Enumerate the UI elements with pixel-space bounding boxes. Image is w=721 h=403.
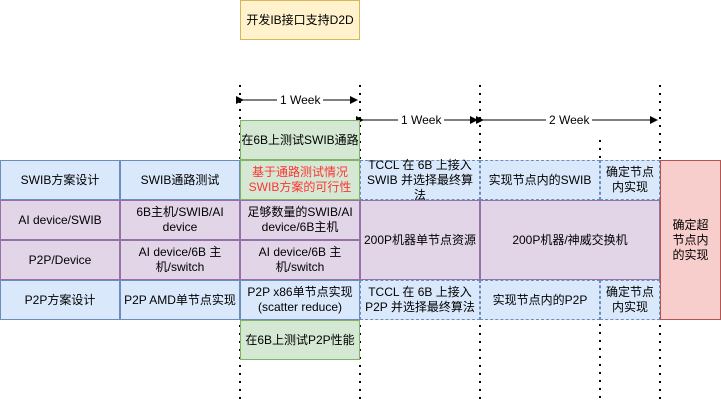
p2p-intra-node-decision-text: 确定节点内实现 — [605, 285, 654, 314]
week-label-2: 1 Week — [398, 113, 445, 127]
swib-test-note-text: 在6B上测试SWIB通路 — [241, 132, 359, 147]
intra-node-swib-text: 实现节点内的SWIB — [488, 172, 592, 187]
tccl-p2p-integration: TCCL 在 6B 上接入P2P 并选择最终算法 — [360, 280, 480, 320]
row-label-ai-device: AI device/SWIB — [0, 200, 120, 240]
intra-node-p2p: 实现节点内的P2P — [480, 280, 600, 320]
supernode-decision: 确定超节点内的实现 — [660, 160, 721, 320]
row-label-p2p-design: P2P方案设计 — [0, 280, 120, 320]
p2p-test-note: 在6B上测试P2P性能 — [240, 320, 360, 360]
swib-path-test: SWIB通路测试 — [120, 160, 240, 200]
intra-node-p2p-text: 实现节点内的P2P — [492, 292, 588, 307]
week-label-3: 2 Week — [546, 113, 593, 127]
p2p-amd-impl-text: P2P AMD单节点实现 — [124, 292, 236, 307]
tccl-p2p-integration-text: TCCL 在 6B 上接入P2P 并选择最终算法 — [365, 285, 475, 314]
p2p-device-switch: AI device/6B 主机/switch — [240, 240, 360, 280]
row-label-p2p-device-text: P2P/Device — [28, 252, 92, 267]
p2p-amd-impl: P2P AMD单节点实现 — [120, 280, 240, 320]
row-label-swib-design: SWIB方案设计 — [0, 160, 120, 200]
supernode-decision-text: 确定超节点内的实现 — [672, 217, 709, 262]
swib-test-note: 在6B上测试SWIB通路 — [240, 120, 360, 160]
ai-device-resources: 6B主机/SWIB/AI device — [120, 200, 240, 240]
p2p-x86-impl-text: P2P x86单节点实现(scatter reduce) — [247, 285, 353, 314]
p2p-x86-impl: P2P x86单节点实现(scatter reduce) — [240, 280, 360, 320]
single-node-resources: 200P机器单节点资源 — [360, 200, 480, 280]
p2p-test-note-text: 在6B上测试P2P性能 — [245, 332, 355, 347]
tccl-swib-integration: TCCL 在 6B 上接入SWIB 并选择最终算法 — [360, 157, 480, 202]
row-label-ai-device-text: AI device/SWIB — [18, 212, 102, 227]
ai-device-quantity: 足够数量的SWIB/AI device/6B主机 — [240, 200, 360, 240]
project-title-text: 开发IB接口支持D2D — [246, 12, 354, 27]
single-node-resources-text: 200P机器单节点资源 — [363, 232, 477, 247]
row-label-p2p-device: P2P/Device — [0, 240, 120, 280]
swib-feasibility: 基于通路测试情况SWIB方案的可行性 — [240, 160, 360, 200]
shenwei-switch: 200P机器/神威交换机 — [480, 200, 660, 280]
week-label-1: 1 Week — [277, 93, 324, 107]
ai-device-quantity-text: 足够数量的SWIB/AI device/6B主机 — [247, 205, 353, 234]
intra-node-swib: 实现节点内的SWIB — [480, 160, 600, 200]
tccl-swib-integration-text: TCCL 在 6B 上接入SWIB 并选择最终算法 — [366, 157, 473, 202]
ai-device-resources-text: 6B主机/SWIB/AI device — [136, 205, 224, 234]
shenwei-switch-text: 200P机器/神威交换机 — [512, 232, 628, 247]
p2p-intra-node-decision: 确定节点内实现 — [600, 280, 660, 320]
p2p-device-resources: AI device/6B 主机/switch — [120, 240, 240, 280]
project-title: 开发IB接口支持D2D — [240, 0, 360, 40]
swib-intra-node-decision: 确定节点内实现 — [600, 160, 660, 200]
row-label-p2p-design-text: P2P方案设计 — [24, 292, 96, 307]
swib-path-test-text: SWIB通路测试 — [140, 172, 220, 187]
row-label-swib-design-text: SWIB方案设计 — [20, 172, 100, 187]
swib-intra-node-decision-text: 确定节点内实现 — [605, 165, 654, 194]
swib-feasibility-text: 基于通路测试情况SWIB方案的可行性 — [248, 165, 352, 194]
p2p-device-switch-text: AI device/6B 主机/switch — [258, 245, 342, 274]
p2p-device-resources-text: AI device/6B 主机/switch — [138, 245, 222, 274]
